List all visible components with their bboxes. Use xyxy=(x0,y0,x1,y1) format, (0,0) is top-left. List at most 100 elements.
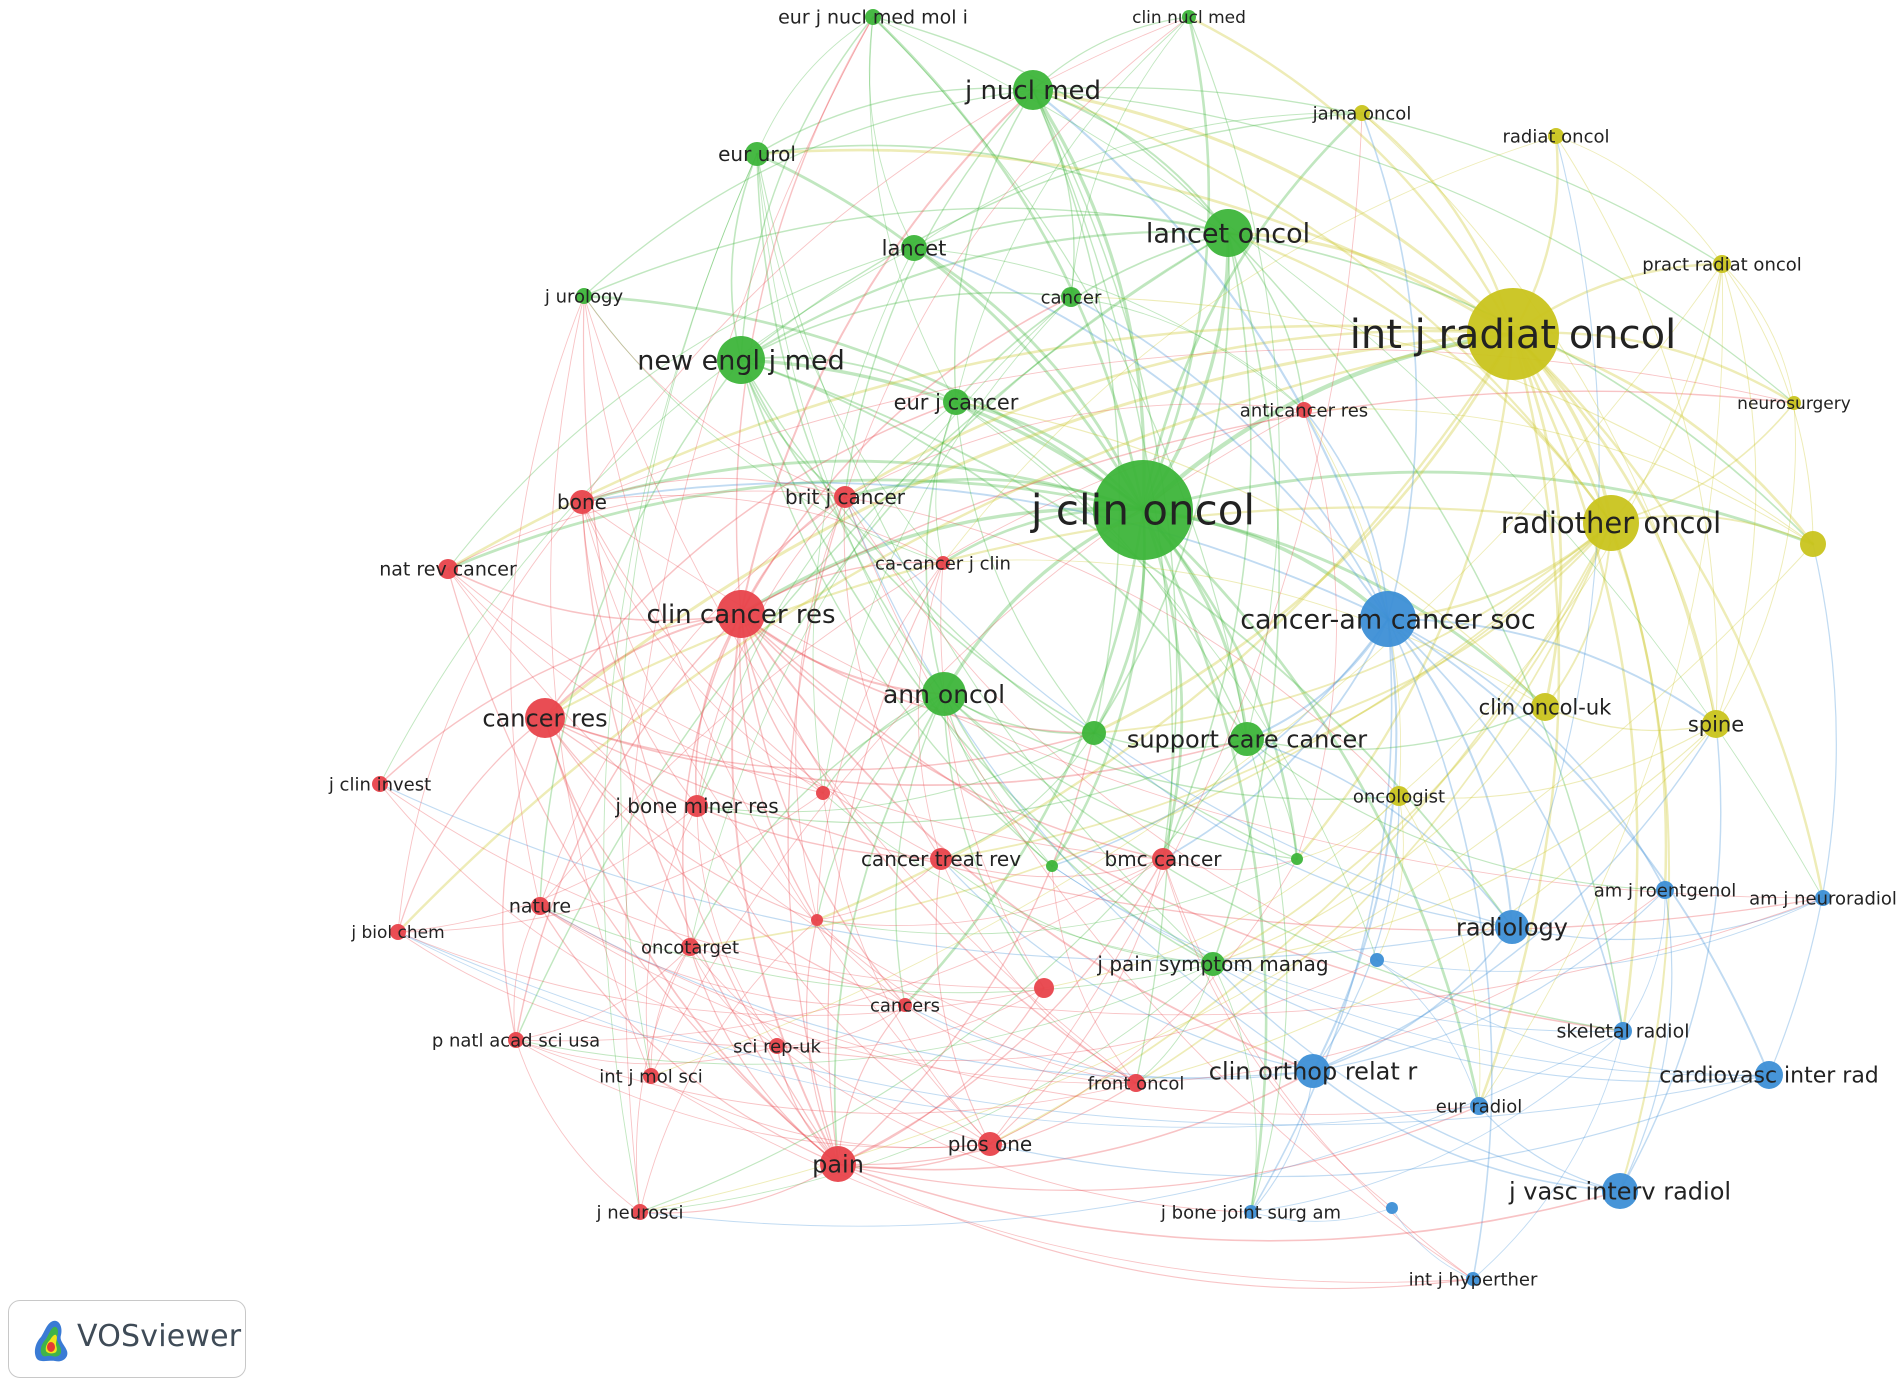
network-link xyxy=(1511,332,1639,1033)
network-link xyxy=(756,153,944,564)
node-cancer-res[interactable] xyxy=(525,698,565,738)
node-j-urology[interactable] xyxy=(576,288,592,304)
node-unlabeled-red-3[interactable] xyxy=(811,914,823,926)
vosviewer-badge[interactable]: VOSviewer xyxy=(8,1300,246,1378)
network-link xyxy=(740,359,1513,928)
node-j-biol-chem[interactable] xyxy=(390,924,406,940)
network-link xyxy=(1162,858,1474,1280)
node-pain[interactable] xyxy=(820,1146,856,1182)
network-link xyxy=(645,805,698,1077)
node-int-j-mol-sci[interactable] xyxy=(643,1068,659,1084)
node-unlabeled-blue-2[interactable] xyxy=(1386,1202,1398,1214)
node-j-clin-oncol[interactable] xyxy=(1093,460,1193,560)
network-link xyxy=(895,693,945,1006)
node-j-vasc-interv-radiol[interactable] xyxy=(1602,1173,1638,1209)
network-link xyxy=(1141,508,1268,1214)
node-neurosurgery[interactable] xyxy=(1787,396,1801,410)
node-unlabeled-green-2[interactable] xyxy=(1046,860,1058,872)
network-link xyxy=(447,490,846,570)
node-j-neurosci[interactable] xyxy=(632,1204,648,1220)
node-lancet-oncol[interactable] xyxy=(1204,209,1252,257)
node-oncologist[interactable] xyxy=(1389,786,1409,806)
node-ann-oncol[interactable] xyxy=(922,672,966,716)
node-am-j-roentgenol[interactable] xyxy=(1656,881,1674,899)
network-link xyxy=(583,207,1229,297)
node-cancer-treat-rev[interactable] xyxy=(930,848,952,870)
node-cancers[interactable] xyxy=(898,998,912,1012)
network-link xyxy=(1544,706,1717,732)
node-int-j-radiat-oncol[interactable] xyxy=(1467,288,1559,380)
node-unlabeled-green-1[interactable] xyxy=(1082,721,1106,745)
node-unlabeled-red-1[interactable] xyxy=(1034,978,1054,998)
node-radiat-oncol[interactable] xyxy=(1548,128,1564,144)
node-j-bone-joint-surg-am[interactable] xyxy=(1244,1205,1258,1219)
network-link xyxy=(689,946,991,1145)
network-link xyxy=(1226,231,1613,525)
node-lancet[interactable] xyxy=(901,235,927,261)
node-new-engl-j-med[interactable] xyxy=(717,336,765,384)
network-link xyxy=(1478,1105,1621,1192)
network-link xyxy=(447,568,1164,860)
node-sci-rep-uk[interactable] xyxy=(769,1038,785,1054)
node-unlabeled-blue-1[interactable] xyxy=(1370,953,1384,967)
network-link xyxy=(1721,263,1795,404)
network-link xyxy=(447,247,915,570)
network-link xyxy=(581,16,1190,503)
network-link xyxy=(689,946,839,1165)
node-skeletal-radiol[interactable] xyxy=(1614,1022,1632,1040)
node-clin-orthop-relat-r[interactable] xyxy=(1296,1054,1330,1088)
network-link xyxy=(1092,332,1515,735)
node-int-j-hyperther[interactable] xyxy=(1466,1272,1480,1286)
node-clin-nucl-med[interactable] xyxy=(1182,10,1196,24)
node-clin-cancer-res[interactable] xyxy=(717,590,765,638)
network-link xyxy=(1031,88,1613,525)
node-eur-urol[interactable] xyxy=(745,142,769,166)
node-spine[interactable] xyxy=(1702,710,1730,738)
network-link xyxy=(740,359,1298,860)
node-p-natl-acad-sci-usa[interactable] xyxy=(508,1032,524,1048)
node-pract-radiat-oncol[interactable] xyxy=(1713,255,1731,273)
node-ca-cancer-j-clin[interactable] xyxy=(936,556,950,570)
node-j-bone-miner-res[interactable] xyxy=(686,795,708,817)
network-link xyxy=(1070,296,1305,411)
network-link xyxy=(730,153,758,361)
node-brit-j-cancer[interactable] xyxy=(834,486,856,508)
node-unlabeled-green-3[interactable] xyxy=(1291,853,1303,865)
network-link xyxy=(1162,232,1252,860)
node-oncotarget[interactable] xyxy=(681,938,699,956)
node-unlabeled-yellow-1[interactable] xyxy=(1800,531,1826,557)
network-link xyxy=(1303,408,1814,545)
network-link xyxy=(1032,16,1190,91)
node-plos-one[interactable] xyxy=(978,1132,1002,1156)
node-am-j-neuroradiol[interactable] xyxy=(1815,890,1831,906)
node-radiother-oncol[interactable] xyxy=(1583,495,1639,551)
node-clin-oncol-uk[interactable] xyxy=(1531,693,1559,721)
node-radiology[interactable] xyxy=(1495,910,1529,944)
network-link xyxy=(1312,795,1400,1072)
node-j-pain-symptom-manag[interactable] xyxy=(1201,952,1225,976)
network-link xyxy=(837,1163,1621,1242)
node-anticancer-res[interactable] xyxy=(1296,402,1312,418)
node-nature[interactable] xyxy=(531,897,549,915)
node-eur-radiol[interactable] xyxy=(1470,1097,1488,1115)
node-bmc-cancer[interactable] xyxy=(1152,848,1174,870)
node-eur-j-cancer[interactable] xyxy=(943,389,969,415)
node-j-nucl-med[interactable] xyxy=(1013,70,1053,110)
node-eur-j-nucl-med-mol-i[interactable] xyxy=(865,9,881,25)
node-nat-rev-cancer[interactable] xyxy=(438,559,458,579)
node-cardiovasc-inter-rad[interactable] xyxy=(1755,1061,1783,1089)
node-cancer[interactable] xyxy=(1061,287,1081,307)
node-jama-oncol[interactable] xyxy=(1354,105,1370,121)
node-cancer-am-cancer-soc[interactable] xyxy=(1360,591,1416,647)
network-link xyxy=(843,496,942,860)
node-front-oncol[interactable] xyxy=(1127,1074,1145,1092)
node-j-clin-invest[interactable] xyxy=(372,776,388,792)
network-link xyxy=(872,16,1824,899)
network-link xyxy=(989,1074,1770,1178)
label-j-biol-chem: j biol chem xyxy=(350,923,444,943)
network-link xyxy=(1050,508,1146,868)
node-bone[interactable] xyxy=(570,490,594,514)
network-link xyxy=(1361,112,1717,725)
node-unlabeled-red-2[interactable] xyxy=(816,786,830,800)
node-support-care-cancer[interactable] xyxy=(1230,722,1264,756)
